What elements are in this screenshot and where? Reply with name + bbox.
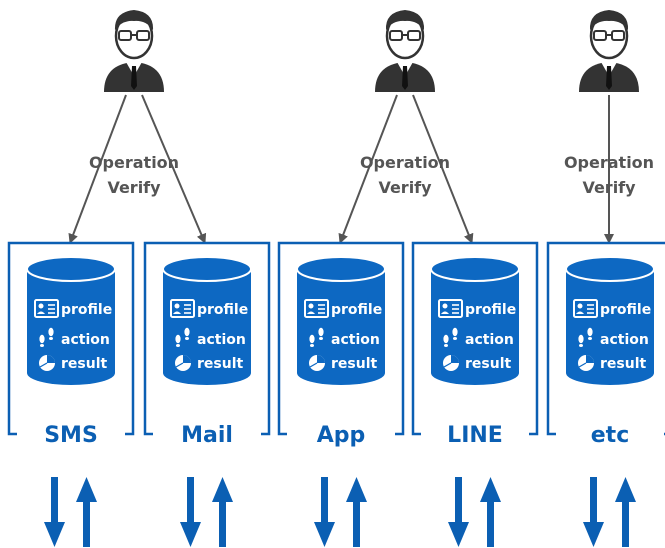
- channel-panel-etc: profile action result etc: [546, 241, 665, 448]
- channel-label: SMS: [44, 423, 98, 448]
- operation-label: Operation: [89, 153, 179, 172]
- db-row-action: action: [465, 332, 514, 348]
- db-row-action: action: [61, 332, 110, 348]
- db-row-action: action: [331, 332, 380, 348]
- footprints-icon: [578, 327, 593, 347]
- person-with-glasses-icon: [375, 10, 435, 92]
- up-down-arrows-icon: [44, 477, 97, 547]
- pie-chart-icon: [175, 355, 191, 371]
- channel-label: etc: [591, 423, 629, 448]
- pie-chart-icon: [443, 355, 459, 371]
- db-row-profile: profile: [197, 302, 248, 318]
- id-card-icon: [304, 299, 329, 318]
- id-card-icon: [34, 299, 59, 318]
- panel-bracket: [143, 241, 271, 436]
- down-arrow: [180, 477, 201, 547]
- operation-label: Operation: [360, 153, 450, 172]
- panel-bracket: [7, 241, 135, 436]
- channel-panel-mail: profile action result Mail: [143, 241, 271, 448]
- footprints-icon: [309, 327, 324, 347]
- db-row-result: result: [600, 356, 646, 372]
- db-row-profile: profile: [331, 302, 382, 318]
- database-cylinder: [26, 256, 116, 385]
- db-row-profile: profile: [61, 302, 112, 318]
- db-row-profile: profile: [600, 302, 651, 318]
- pie-chart-icon: [578, 355, 594, 371]
- panel-bracket: [277, 241, 405, 436]
- operator-2: Operation Verify: [360, 10, 450, 197]
- connector-arrow: [338, 94, 398, 244]
- channel-panel-sms: profile action result SMS: [7, 241, 135, 448]
- pie-chart-icon: [309, 355, 325, 371]
- db-row-result: result: [197, 356, 243, 372]
- panel-bracket: [546, 241, 665, 436]
- db-row-result: result: [331, 356, 377, 372]
- database-cylinder: [565, 256, 655, 385]
- footprints-icon: [39, 327, 54, 347]
- channel-panel-app: profile action result App: [277, 241, 405, 448]
- up-down-arrows-icon: [583, 477, 636, 547]
- channel-label: LINE: [447, 423, 503, 448]
- up-arrow: [615, 477, 636, 547]
- connectors: [68, 94, 614, 244]
- up-arrow: [76, 477, 97, 547]
- database-cylinder: [162, 256, 252, 385]
- id-card-icon: [170, 299, 195, 318]
- up-arrow: [346, 477, 367, 547]
- up-down-arrows-icon: [180, 477, 233, 547]
- channel-panel-line: profile action result LINE: [411, 241, 539, 448]
- person-with-glasses-icon: [579, 10, 639, 92]
- footprints-icon: [443, 327, 458, 347]
- down-arrow: [44, 477, 65, 547]
- down-arrow: [583, 477, 604, 547]
- verify-label: Verify: [378, 178, 432, 197]
- up-arrow: [212, 477, 233, 547]
- operator-1: Operation Verify: [89, 10, 179, 197]
- connector-arrow: [141, 94, 207, 244]
- connector-arrow: [68, 94, 127, 244]
- pie-chart-icon: [39, 355, 55, 371]
- verify-label: Verify: [107, 178, 161, 197]
- up-down-arrows-icon: [448, 477, 501, 547]
- up-arrow: [480, 477, 501, 547]
- connector-arrow: [412, 94, 474, 244]
- person-with-glasses-icon: [104, 10, 164, 92]
- up-down-arrows-icon: [314, 477, 367, 547]
- id-card-icon: [573, 299, 598, 318]
- db-row-result: result: [61, 356, 107, 372]
- id-card-icon: [438, 299, 463, 318]
- channel-label: Mail: [181, 423, 233, 448]
- footprints-icon: [175, 327, 190, 347]
- db-row-profile: profile: [465, 302, 516, 318]
- db-row-action: action: [600, 332, 649, 348]
- database-cylinder: [296, 256, 386, 385]
- down-arrow: [448, 477, 469, 547]
- panel-bracket: [411, 241, 539, 436]
- down-arrow: [314, 477, 335, 547]
- db-row-action: action: [197, 332, 246, 348]
- db-row-result: result: [465, 356, 511, 372]
- channel-label: App: [317, 423, 366, 448]
